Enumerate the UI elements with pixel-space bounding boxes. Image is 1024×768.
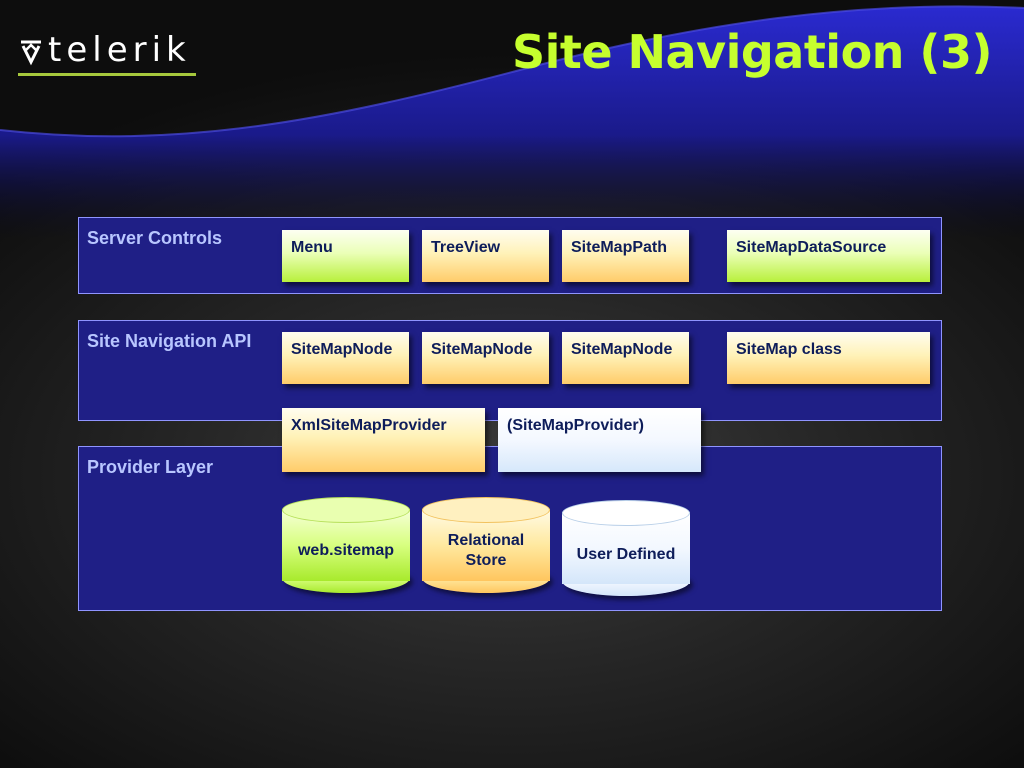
telerik-logo: telerik — [18, 30, 198, 80]
box-sitemapnode-2: SiteMapNode — [422, 332, 549, 384]
background-wave — [0, 5, 1024, 240]
store-user-defined: User Defined — [562, 500, 690, 596]
store-relational: Relational Store — [422, 497, 550, 593]
store-label-user-defined: User Defined — [576, 546, 676, 563]
slide-title: Site Navigation (3) — [511, 25, 993, 79]
layer-label-server-controls: Server Controls — [87, 228, 223, 248]
store-label-relational: Relational Store — [447, 532, 525, 569]
store-label-web-sitemap: web.sitemap — [297, 542, 395, 559]
box-sitemapnode-1: SiteMapNode — [282, 332, 409, 384]
store-web-sitemap: web.sitemap — [282, 497, 410, 593]
box-sitemapprovider: (SiteMapProvider) — [498, 408, 701, 472]
box-xmlsitemapprovider: XmlSiteMapProvider — [282, 408, 485, 472]
layer-label-site-navigation-api: Site Navigation API — [87, 331, 252, 351]
box-sitemappath: SiteMapPath — [562, 230, 689, 282]
telerik-logo-icon — [21, 40, 41, 66]
box-treeview: TreeView — [422, 230, 549, 282]
box-menu: Menu — [282, 230, 409, 282]
logo-underline — [18, 73, 196, 76]
box-sitemap-class: SiteMap class — [727, 332, 930, 384]
box-sitemapdatasource: SiteMapDataSource — [727, 230, 930, 282]
box-sitemapnode-3: SiteMapNode — [562, 332, 689, 384]
logo-text: telerik — [48, 30, 191, 70]
layer-label-provider: Provider Layer — [87, 457, 214, 477]
